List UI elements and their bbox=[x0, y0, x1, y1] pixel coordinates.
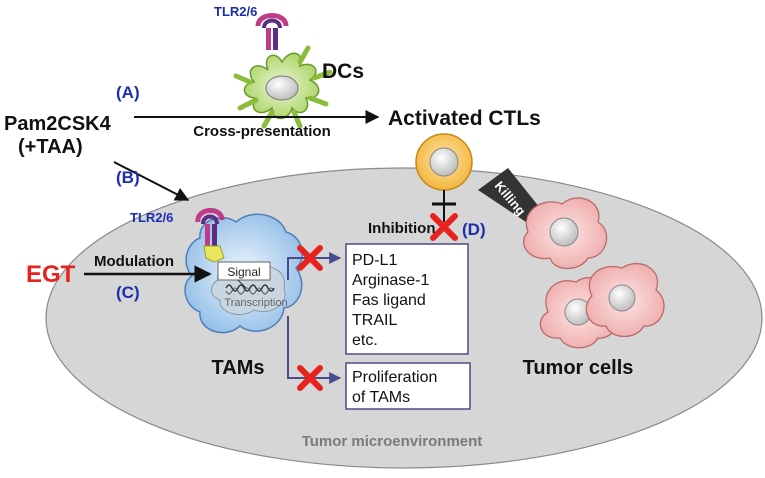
proliferation-output-arrow bbox=[287, 316, 342, 384]
tlr-receptor-tam-icon bbox=[195, 208, 225, 263]
factors-output-arrow bbox=[287, 252, 342, 280]
factor-item: Fas ligand bbox=[352, 292, 426, 309]
cross-presentation-label: Cross-presentation bbox=[193, 123, 331, 140]
tumor-cell bbox=[522, 197, 608, 270]
inhibition-label: Inhibition bbox=[368, 220, 435, 237]
signal-box bbox=[217, 261, 271, 281]
dna-icon bbox=[225, 284, 275, 292]
signal-label: Signal bbox=[227, 265, 260, 279]
tumor-cells-label: Tumor cells bbox=[523, 357, 634, 379]
activated-ctls-label: Activated CTLs bbox=[388, 107, 541, 130]
label-c: (C) bbox=[116, 283, 140, 302]
label-d: (D) bbox=[462, 220, 486, 239]
pam2csk4-label: Pam2CSK4 bbox=[4, 113, 112, 135]
dendritic-cell bbox=[233, 45, 333, 129]
proliferation-blocked-x-icon bbox=[297, 365, 323, 391]
proliferation-line2: of TAMs bbox=[352, 389, 410, 406]
modulation-label: Modulation bbox=[94, 253, 174, 270]
factor-item: TRAIL bbox=[352, 312, 397, 329]
tumor-cell bbox=[585, 262, 665, 338]
factor-item: PD-L1 bbox=[352, 252, 397, 269]
microenvironment-label: Tumor microenvironment bbox=[302, 433, 483, 450]
inhibition-blocked-x-icon bbox=[430, 213, 458, 241]
egt-label: EGT bbox=[26, 261, 76, 288]
factors-box bbox=[345, 243, 469, 355]
tlr-label-top: TLR2/6 bbox=[214, 4, 257, 19]
pam-to-tam-arrow bbox=[113, 161, 190, 201]
transcription-label: Transcription bbox=[224, 297, 287, 309]
ctl-cell bbox=[415, 133, 473, 191]
factor-item: Arginase-1 bbox=[352, 272, 429, 289]
label-b: (B) bbox=[116, 168, 140, 187]
tlr-receptor-dc-icon bbox=[255, 13, 289, 50]
factor-item: etc. bbox=[352, 332, 378, 349]
label-a: (A) bbox=[116, 83, 140, 102]
tumor-cells-cluster bbox=[522, 197, 665, 349]
taa-label: (+TAA) bbox=[18, 136, 83, 158]
dcs-label: DCs bbox=[322, 60, 364, 83]
proliferation-line1: Proliferation bbox=[352, 369, 437, 386]
tams-label: TAMs bbox=[212, 357, 265, 379]
tlr-label-tam: TLR2/6 bbox=[130, 210, 173, 225]
signal-to-dna-line bbox=[237, 279, 247, 289]
proliferation-box bbox=[345, 362, 471, 410]
factors-blocked-x-icon bbox=[297, 245, 323, 271]
